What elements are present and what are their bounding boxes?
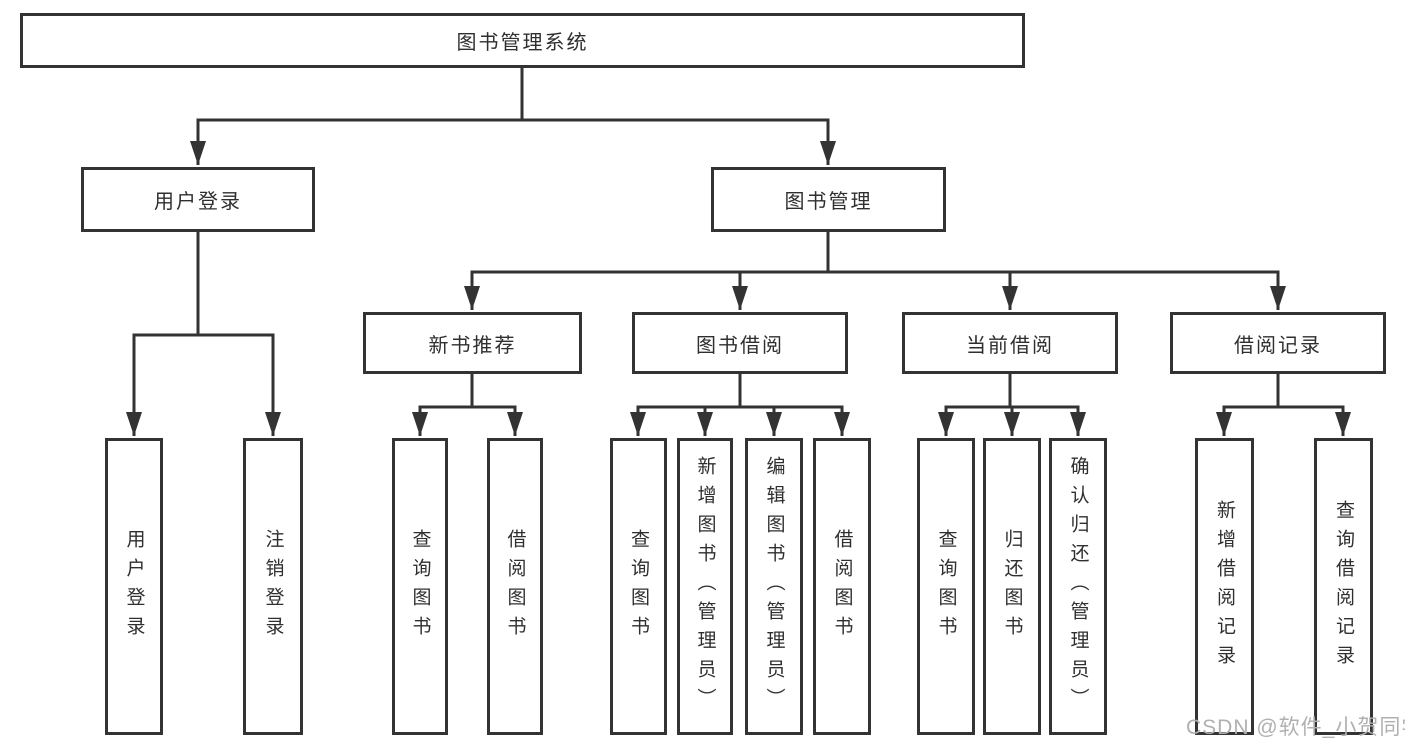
node-label: 用户登录 (154, 191, 242, 213)
leaf-borrow-books-recommend: 借阅图书 (487, 438, 543, 735)
node-label: 查询图书 (628, 528, 649, 645)
node-new-book-recommend: 新书推荐 (363, 312, 582, 374)
node-label: 新增图书（管理员） (694, 456, 716, 717)
node-label: 当前借阅 (966, 334, 1054, 357)
node-borrow-records: 借阅记录 (1170, 312, 1386, 374)
node-label: 新书推荐 (428, 334, 517, 357)
node-label: 确认归还（管理员） (1067, 456, 1089, 717)
node-label: 用户登录 (123, 528, 145, 645)
leaf-query-borrow-record: 查询借阅记录 (1314, 438, 1373, 735)
leaf-query-books-borrow: 查询图书 (610, 438, 667, 735)
node-label: 借阅记录 (1234, 334, 1322, 357)
leaf-confirm-return-admin: 确认归还（管理员） (1049, 438, 1107, 735)
leaf-borrow-books-borrow: 借阅图书 (813, 438, 871, 735)
node-label: 注销登录 (262, 528, 284, 645)
node-label: 编辑图书（管理员） (763, 456, 785, 717)
node-label: 图书管理系统 (456, 32, 589, 54)
node-label: 查询借阅记录 (1333, 499, 1354, 674)
node-current-borrow: 当前借阅 (902, 312, 1118, 374)
node-label: 借阅图书 (504, 528, 526, 645)
node-book-borrow: 图书借阅 (632, 312, 848, 374)
node-root: 图书管理系统 (20, 13, 1025, 68)
watermark: CSDN @软件_小贺同学 (1186, 716, 1405, 739)
leaf-query-books-recommend: 查询图书 (392, 438, 448, 735)
node-book-management: 图书管理 (711, 167, 946, 232)
leaf-return-books: 归还图书 (983, 438, 1041, 735)
node-label: 新增借阅记录 (1214, 499, 1235, 674)
leaf-logout: 注销登录 (243, 438, 303, 735)
node-label: 归还图书 (1001, 528, 1023, 645)
leaf-add-borrow-record: 新增借阅记录 (1195, 438, 1254, 735)
node-label: 图书管理 (784, 191, 873, 213)
node-label: 借阅图书 (831, 528, 853, 645)
node-user-login: 用户登录 (81, 167, 315, 232)
leaf-add-books-admin: 新增图书（管理员） (677, 438, 733, 735)
leaf-user-login: 用户登录 (105, 438, 163, 735)
node-label: 查询图书 (935, 528, 957, 645)
node-label: 查询图书 (409, 528, 431, 645)
node-label: 图书借阅 (696, 334, 784, 357)
leaf-query-books-current: 查询图书 (917, 438, 975, 735)
leaf-edit-books-admin: 编辑图书（管理员） (745, 438, 803, 735)
